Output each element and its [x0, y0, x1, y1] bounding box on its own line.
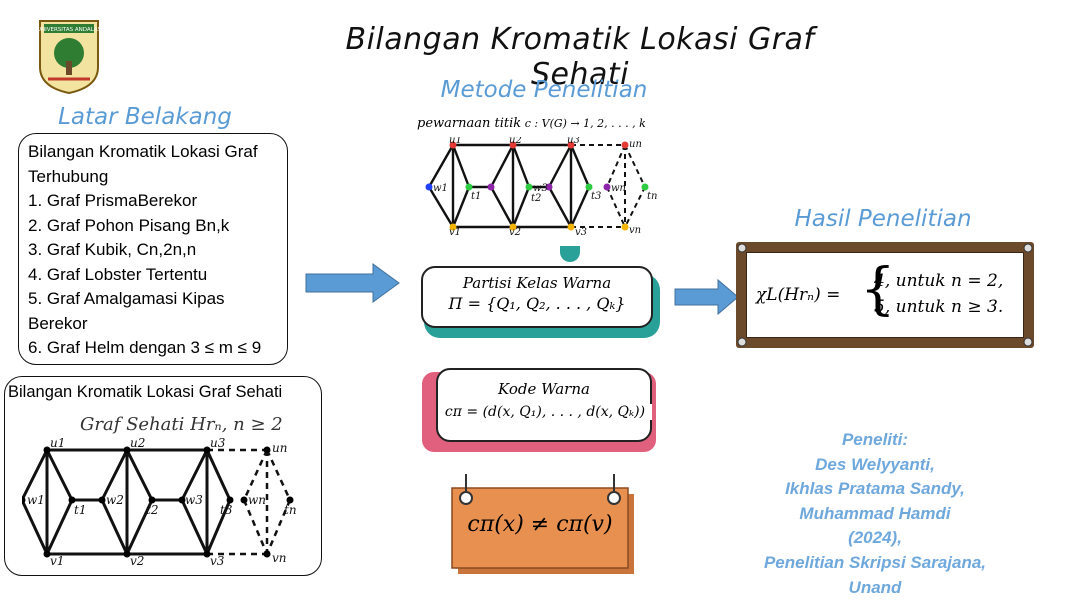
svg-text:UNIVERSITAS ANDALAS: UNIVERSITAS ANDALAS: [37, 27, 102, 33]
svg-text:w3: w3: [533, 183, 548, 194]
svg-text:v3: v3: [575, 227, 587, 235]
svg-text:vn: vn: [629, 225, 641, 235]
svg-text:un: un: [629, 139, 642, 150]
graph-box-label: Bilangan Kromatik Lokasi Graf Sehati: [8, 383, 283, 401]
svg-text:t1: t1: [74, 503, 86, 517]
svg-text:vn: vn: [272, 551, 287, 565]
list-item: 5. Graf Amalgamasi Kipas: [28, 289, 225, 308]
credits: Peneliti: Des Welyyanti, Ikhlas Pratama …: [740, 428, 1010, 600]
frame-screws: [737, 243, 1033, 347]
svg-text:w2: w2: [106, 493, 124, 507]
svg-text:u3: u3: [210, 438, 226, 450]
svg-text:t3: t3: [220, 503, 233, 517]
svg-text:w1: w1: [433, 183, 448, 194]
graph-sehati-box: [4, 376, 322, 576]
sign-formula: c𝜋(x) ≠ c𝜋(v): [467, 512, 613, 537]
svg-text:u3: u3: [567, 137, 580, 146]
credit-line: (2024),: [848, 528, 902, 548]
coloring-formula: c : V(G) → 1, 2, . . . , k: [524, 117, 646, 130]
partisi-formula: Π = {Q₁, Q₂, . . . , Qₖ}: [448, 294, 626, 313]
svg-text:t1: t1: [471, 191, 481, 202]
svg-text:un: un: [272, 441, 287, 455]
svg-text:t2: t2: [146, 503, 158, 517]
svg-text:v2: v2: [509, 227, 521, 235]
university-logo: UNIVERSITAS ANDALAS: [36, 17, 102, 95]
svg-text:tn: tn: [647, 191, 657, 202]
sign-board: [446, 474, 636, 574]
partisi-accent: [560, 246, 580, 262]
credit-line: Des Welyyanti,: [815, 454, 935, 474]
credit-line: Penelitian Skripsi Sarajana,: [763, 552, 987, 572]
page-title: Bilangan Kromatik Lokasi Graf Sehati: [345, 22, 815, 92]
svg-text:t2: t2: [531, 193, 541, 204]
arrow-right-1: [305, 263, 400, 303]
coloring-graph-panel: pewarnaan titik c : V(G) → 1, 2, . . . ,…: [417, 109, 663, 239]
svg-text:tn: tn: [284, 503, 297, 517]
svg-text:t3: t3: [591, 191, 601, 202]
graph-sehati-title: Graf Sehati Hrₙ, n ≥ 2: [80, 414, 283, 435]
kode-label: Kode Warna: [498, 380, 590, 398]
sign-board-shape: [451, 474, 634, 574]
list-item: Bilangan Kromatik Lokasi Graf: [28, 142, 258, 161]
background-list-box: Bilangan Kromatik Lokasi Graf Terhubung …: [18, 133, 288, 365]
partisi-card: Partisi Kelas Warna Π = {Q₁, Q₂, . . . ,…: [421, 266, 653, 328]
credit-line: Unand: [848, 577, 902, 597]
svg-text:u1: u1: [50, 438, 65, 450]
result-frame: [736, 242, 1034, 348]
list-item: 6. Graf Helm dengan 3 ≤ m ≤ 9: [28, 338, 262, 357]
result-brace: {: [860, 257, 896, 322]
kode-formula: c𝜋 = (d(x, Q₁), . . . , d(x, Qₖ)): [438, 404, 652, 420]
result-case-1: 4, untuk n = 2,: [874, 271, 1004, 291]
coloring-label: pewarnaan titik c : V(G) → 1, 2, . . . ,…: [417, 115, 646, 131]
svg-text:v1: v1: [50, 554, 64, 566]
svg-text:u2: u2: [130, 438, 145, 450]
coloring-label-text: pewarnaan titik: [417, 116, 522, 131]
svg-text:u2: u2: [509, 137, 522, 146]
svg-text:wn: wn: [248, 493, 266, 507]
latar-belakang-heading: Latar Belakang: [58, 104, 232, 130]
svg-text:v1: v1: [449, 227, 461, 235]
metode-penelitian-heading: Metode Penelitian: [440, 77, 648, 103]
colored-graph: u1 u2 u3 un v1 v2 v3 vn w1 w3 wn t1 t2 t3 tn: [425, 137, 657, 235]
list-item: Berekor: [28, 313, 88, 333]
credit-line: Ikhlas Pratama Sandy,: [785, 479, 965, 499]
list-item: 4. Graf Lobster Tertentu: [28, 264, 208, 284]
svg-text:w1: w1: [27, 493, 45, 507]
list-item: 2. Graf Pohon Pisang Bn,k: [28, 215, 230, 235]
svg-text:u1: u1: [449, 137, 462, 146]
result-case-2: 5, untuk n ≥ 3.: [874, 297, 1004, 317]
svg-text:w3: w3: [185, 493, 203, 507]
svg-text:v2: v2: [130, 554, 144, 566]
credit-line: Peneliti:: [841, 430, 909, 449]
result-frame-inner: [746, 252, 1024, 338]
svg-text:wn: wn: [611, 183, 626, 194]
arrow-right-2: [674, 278, 739, 316]
list-item: 3. Graf Kubik, Cn,2n,n: [28, 240, 197, 259]
result-lhs: χL(Hrₙ) =: [756, 285, 841, 305]
list-item: 1. Graf PrismaBerekor: [28, 191, 198, 210]
hasil-penelitian-heading: Hasil Penelitian: [794, 206, 972, 232]
partisi-label: Partisi Kelas Warna: [462, 274, 612, 292]
svg-text:v3: v3: [210, 554, 225, 566]
credit-line: Muhammad Hamdi: [799, 503, 951, 523]
list-item: Terhubung: [28, 166, 109, 186]
graph-sehati-left: u1 u2 u3 un v1 v2 v3 vn w1 w2 w3 wn t1 t2 t3 tn: [22, 438, 297, 566]
